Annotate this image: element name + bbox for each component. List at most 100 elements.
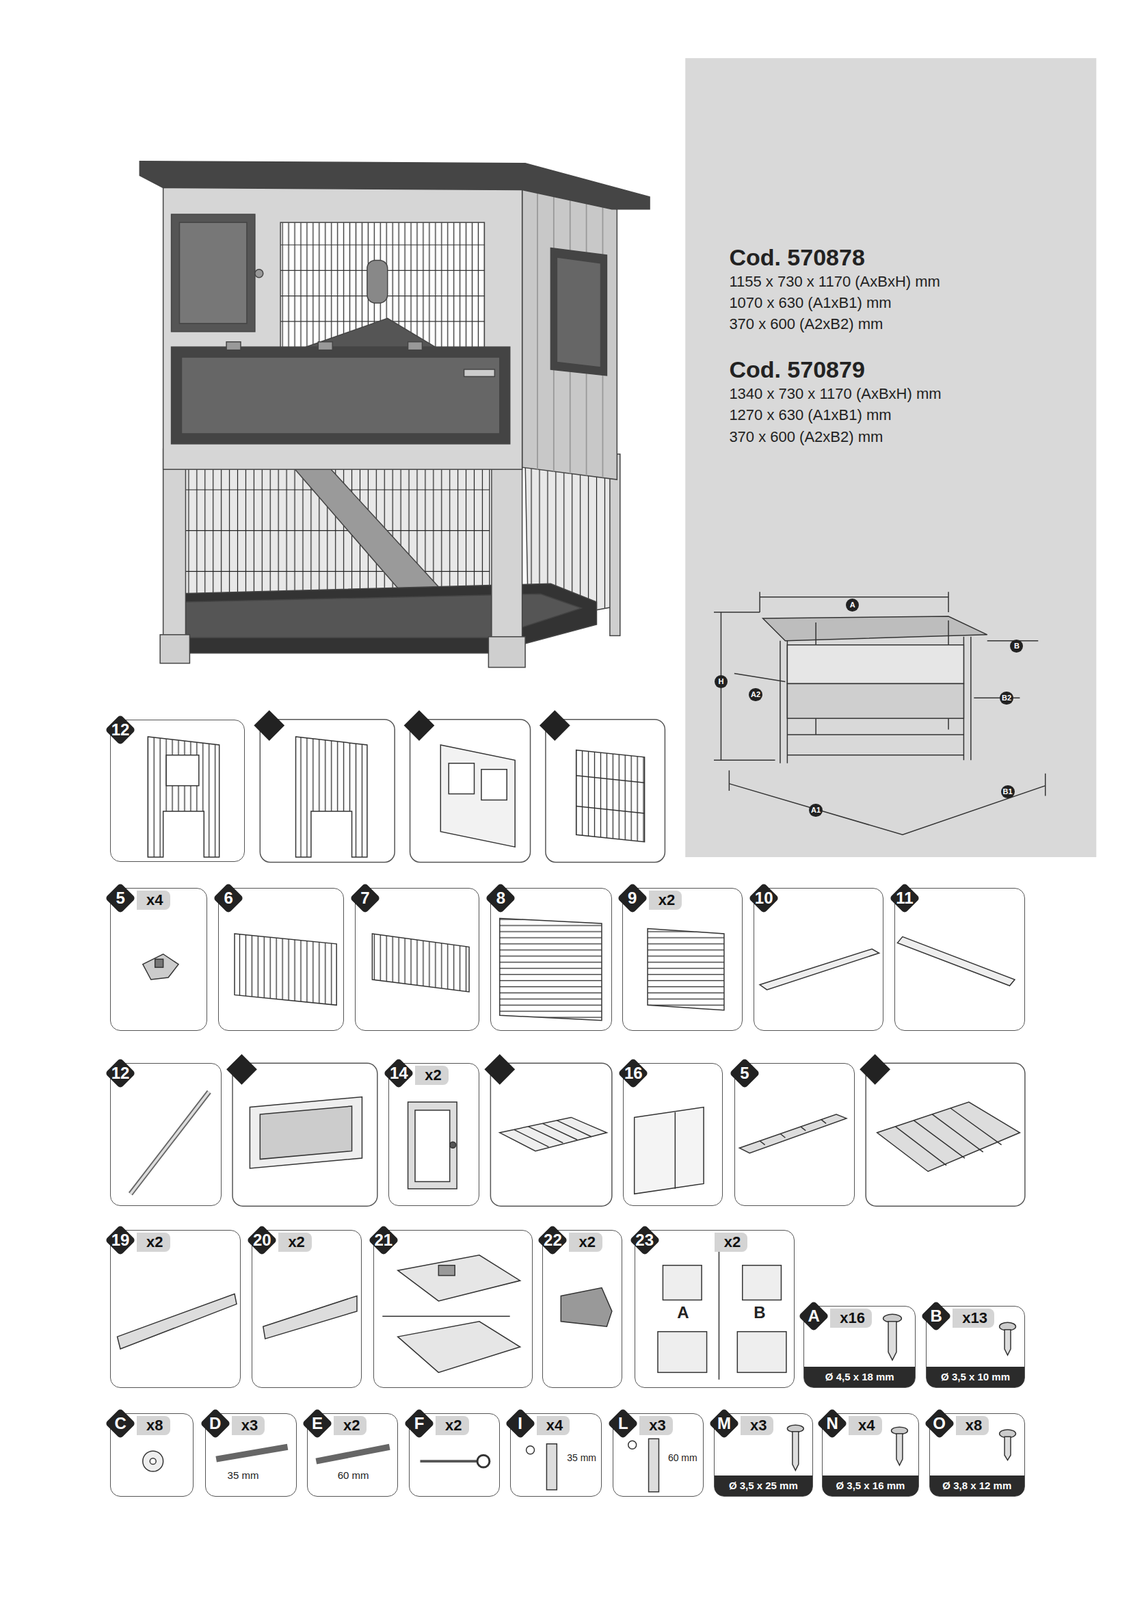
part-box: 19x2	[110, 1229, 241, 1388]
quantity-label: x13	[952, 1308, 995, 1328]
size-label: Ø 3,8 x 12 mm	[929, 1474, 1025, 1496]
callout-number: F	[403, 1407, 435, 1439]
part-box: Mx3Ø 3,5 x 25 mm	[713, 1412, 814, 1497]
part-label: B	[752, 1303, 767, 1322]
part-box: Lx360 mm	[612, 1412, 704, 1497]
part-box: 23x2AB	[634, 1229, 795, 1388]
part-box: 5x4	[110, 887, 208, 1031]
part-box: 11	[894, 887, 1026, 1031]
part-label: 35 mm	[226, 1469, 261, 1482]
part-box: 16	[622, 1062, 723, 1206]
quantity-label: x2	[568, 1232, 602, 1252]
quantity-label: x2	[415, 1065, 448, 1085]
part-box: 21	[373, 1229, 533, 1388]
callout-number: 23	[629, 1223, 661, 1256]
quantity-label: x2	[648, 890, 682, 910]
part-box: 5	[734, 1062, 855, 1206]
quantity-label: x4	[136, 890, 170, 910]
dimension-marker: A1	[808, 803, 823, 817]
part-box: 20x2	[251, 1229, 362, 1388]
callout-number: 11	[888, 882, 921, 914]
quantity-label: x3	[639, 1415, 673, 1435]
dimension-marker: A2	[748, 687, 763, 701]
part-box: 10	[753, 887, 883, 1031]
callout-number: N	[816, 1407, 848, 1439]
callout-number: 8	[484, 882, 517, 914]
dimension-marker: B2	[999, 691, 1014, 705]
dimension-text: 370 x 600 (A2xB2) mm	[728, 428, 883, 446]
dimension-text: 1070 x 630 (A1xB1) mm	[728, 294, 891, 312]
part-box: Cx8	[110, 1412, 194, 1497]
dimension-marker: A	[845, 598, 859, 612]
callout-number: D	[199, 1407, 232, 1439]
quantity-label: x3	[231, 1415, 265, 1435]
callout-number: 19	[104, 1223, 137, 1256]
quantity-label: x8	[955, 1415, 989, 1435]
size-label: Ø 3,5 x 25 mm	[714, 1474, 813, 1496]
dimension-marker: B	[1009, 639, 1023, 653]
callout-number: 20	[246, 1223, 278, 1256]
callout-number: E	[301, 1407, 334, 1439]
callout-number: 5	[728, 1057, 761, 1089]
part-box: 9x2	[622, 887, 743, 1031]
part-box: Ix435 mm	[510, 1412, 602, 1497]
callout-number: M	[708, 1407, 740, 1439]
quantity-label: x2	[714, 1232, 748, 1252]
quantity-label: x4	[848, 1415, 882, 1435]
part-box: Dx335 mm	[205, 1412, 297, 1497]
callout-number: A	[797, 1299, 830, 1332]
callout-number: 9	[616, 882, 649, 914]
part-box: 22x2	[542, 1229, 622, 1388]
quantity-label: x8	[136, 1415, 170, 1435]
part-box: 12	[110, 1062, 222, 1206]
callout-number: 12	[104, 1057, 137, 1089]
callout-number: 5	[104, 882, 137, 914]
quantity-label: x2	[435, 1415, 469, 1435]
part-box: 8	[490, 887, 612, 1031]
quantity-label: x4	[536, 1415, 570, 1435]
callout-number: 7	[349, 882, 381, 914]
dimension-marker: H	[714, 674, 728, 688]
quantity-label: x2	[333, 1415, 367, 1435]
callout-number: I	[504, 1407, 537, 1439]
part-label: 60 mm	[336, 1469, 371, 1482]
part-box: Ex260 mm	[307, 1412, 398, 1497]
dimension-text: 1270 x 630 (A1xB1) mm	[728, 406, 891, 424]
dimension-text: 1340 x 730 x 1170 (AxBxH) mm	[728, 385, 941, 403]
part-box: Bx13Ø 3,5 x 10 mm	[925, 1305, 1026, 1387]
part-box: Fx2	[408, 1412, 500, 1497]
part-box: 7	[354, 887, 480, 1031]
part-box: 12	[110, 719, 245, 863]
callout-number: C	[104, 1407, 137, 1439]
quantity-label: x16	[830, 1308, 872, 1328]
callout-number: L	[607, 1407, 639, 1439]
part-box: 14x2	[388, 1062, 480, 1206]
quantity-label: x2	[136, 1232, 170, 1252]
dimension-text: 370 x 600 (A2xB2) mm	[728, 315, 883, 333]
callout-number: 14	[382, 1057, 415, 1089]
callout-number: B	[920, 1299, 952, 1332]
callout-number: 16	[617, 1057, 649, 1089]
callout-number: 22	[536, 1223, 569, 1256]
callout-number: O	[923, 1407, 956, 1439]
product-code: Cod. 570878	[728, 244, 865, 271]
callout-number: 6	[212, 882, 245, 914]
size-label: Ø 3,5 x 10 mm	[926, 1366, 1025, 1387]
part-label: A	[675, 1303, 690, 1322]
part-box: Ax16Ø 4,5 x 18 mm	[803, 1305, 916, 1387]
quantity-label: x3	[740, 1415, 774, 1435]
callout-number: 10	[748, 882, 780, 914]
product-code: Cod. 570879	[728, 356, 865, 383]
callout-number: 12	[104, 713, 137, 746]
size-label: Ø 3,5 x 16 mm	[822, 1474, 919, 1496]
part-label: 35 mm	[565, 1452, 598, 1463]
dimension-text: 1155 x 730 x 1170 (AxBxH) mm	[728, 273, 941, 290]
part-box: Ox8Ø 3,8 x 12 mm	[929, 1412, 1026, 1497]
dimension-marker: B1	[1001, 784, 1015, 798]
callout-number: 21	[367, 1223, 400, 1256]
size-label: Ø 4,5 x 18 mm	[804, 1366, 915, 1387]
part-box: 6	[218, 887, 344, 1031]
quantity-label: x2	[278, 1232, 312, 1252]
